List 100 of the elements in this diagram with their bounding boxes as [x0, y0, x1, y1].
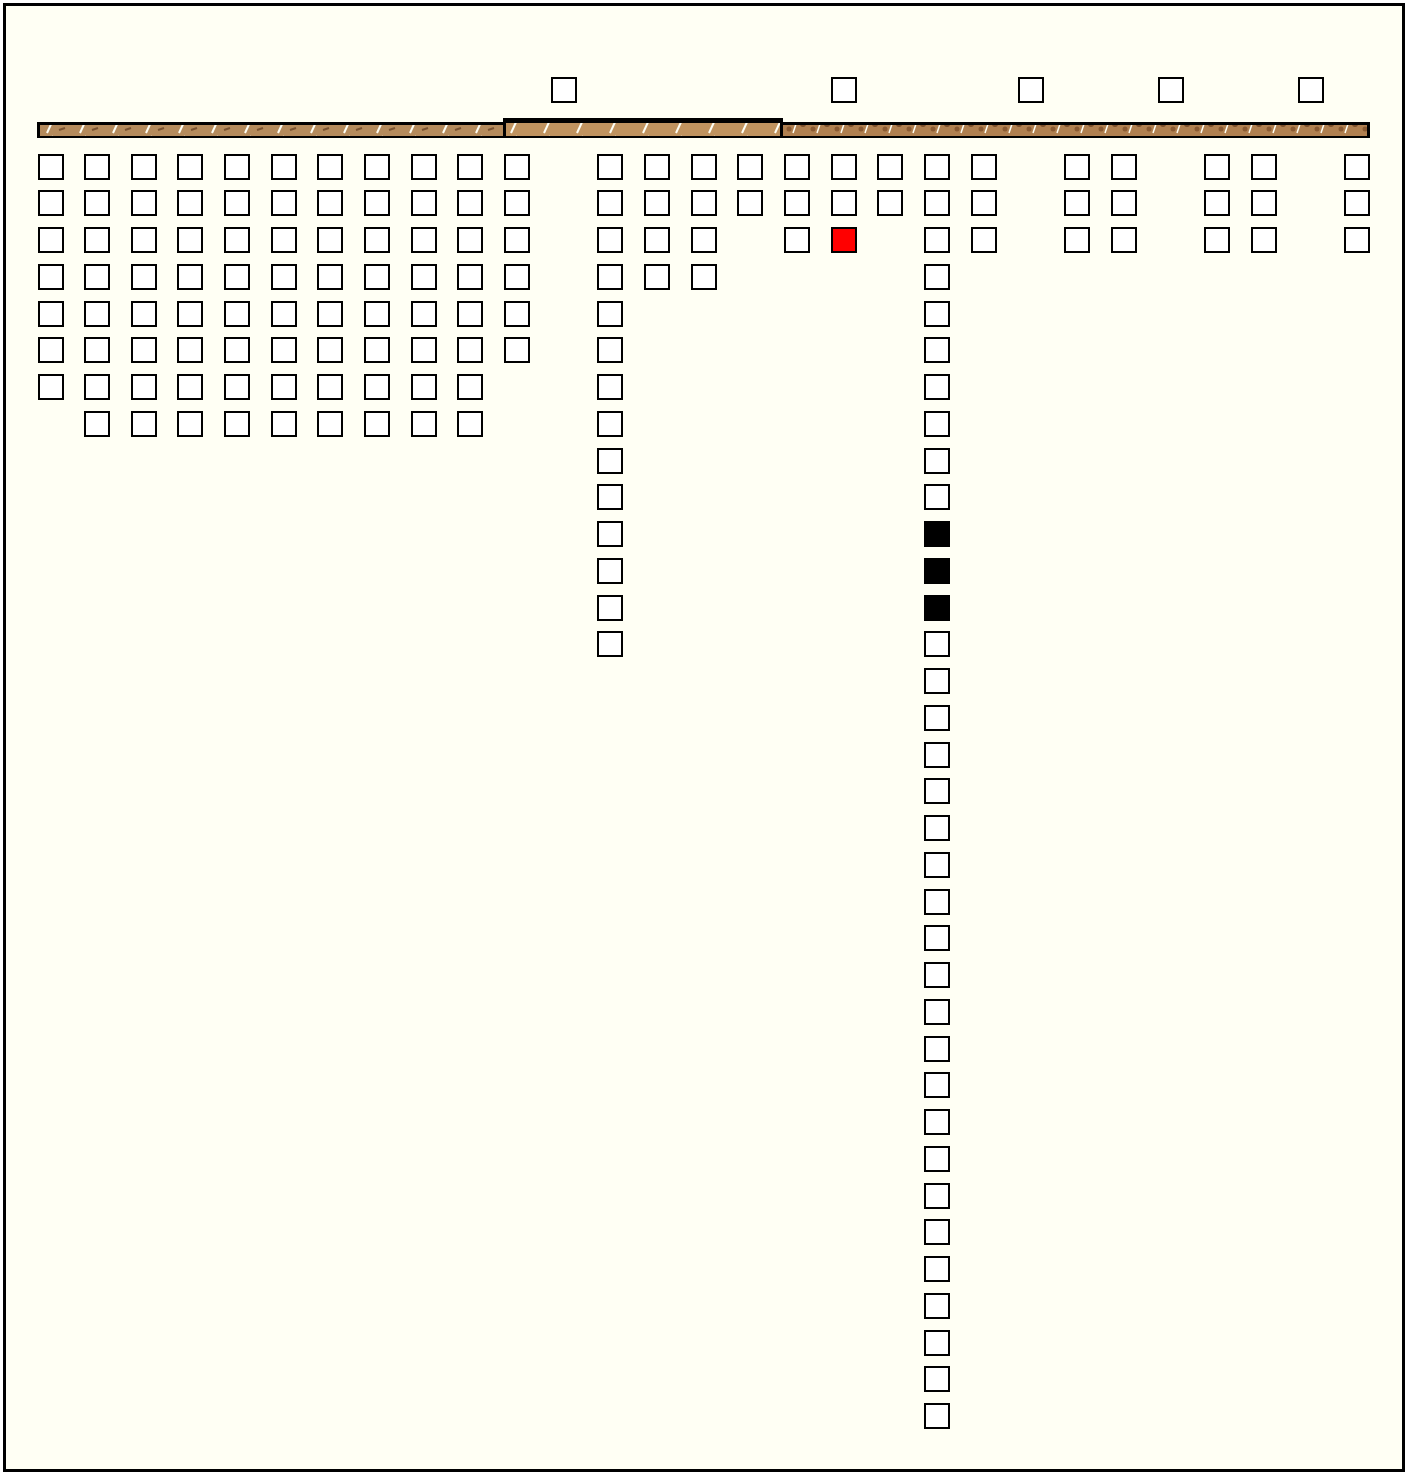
storage-block	[1250, 153, 1277, 180]
storage-block	[923, 631, 950, 658]
storage-block	[503, 227, 530, 253]
storage-block	[37, 300, 64, 327]
storage-block	[363, 227, 390, 253]
storage-block	[130, 263, 157, 290]
storage-block	[923, 998, 950, 1025]
storage-block	[503, 263, 530, 290]
storage-block	[923, 1072, 950, 1099]
storage-block	[690, 263, 717, 290]
storage-block	[456, 227, 483, 253]
storage-block	[923, 925, 950, 952]
storage-block	[596, 374, 623, 400]
storage-block	[363, 153, 390, 180]
storage-block	[596, 153, 623, 180]
storage-block	[1063, 190, 1090, 217]
storage-block	[923, 153, 950, 180]
storage-block	[316, 263, 343, 290]
storage-block	[830, 190, 857, 217]
storage-block	[363, 190, 390, 217]
storage-block	[1063, 227, 1090, 253]
storage-block	[83, 263, 110, 290]
storage-block	[970, 227, 997, 253]
storage-block	[876, 153, 903, 180]
storage-block	[783, 153, 810, 180]
storage-block	[596, 594, 623, 621]
storage-block	[83, 410, 110, 437]
storage-block	[923, 1109, 950, 1135]
storage-block	[270, 153, 297, 180]
storage-block	[970, 153, 997, 180]
storage-block	[1343, 227, 1370, 253]
storage-block	[410, 410, 437, 437]
storage-block	[223, 263, 250, 290]
storage-block	[410, 337, 437, 364]
storage-block	[83, 300, 110, 327]
storage-block	[923, 778, 950, 805]
storage-block	[223, 300, 250, 327]
storage-block	[1063, 153, 1090, 180]
storage-block	[596, 557, 623, 584]
storage-block	[1157, 76, 1184, 103]
storage-block	[270, 300, 297, 327]
storage-block	[363, 410, 390, 437]
storage-block	[923, 447, 950, 474]
storage-block	[456, 263, 483, 290]
storage-block	[923, 410, 950, 437]
storage-block	[456, 337, 483, 364]
storage-block	[176, 300, 203, 327]
storage-block	[37, 153, 64, 180]
storage-block	[923, 300, 950, 327]
storage-block	[223, 227, 250, 253]
storage-block	[130, 300, 157, 327]
storage-block	[316, 190, 343, 217]
storage-block	[923, 1329, 950, 1356]
storage-block	[456, 300, 483, 327]
storage-block	[83, 374, 110, 400]
storage-block	[923, 962, 950, 988]
storage-block	[363, 263, 390, 290]
storage-block	[176, 410, 203, 437]
storage-block	[643, 153, 670, 180]
storage-block	[923, 1182, 950, 1209]
storage-block	[176, 153, 203, 180]
storage-block	[37, 337, 64, 364]
storage-block	[456, 190, 483, 217]
marked-block	[923, 521, 950, 547]
marked-block	[923, 594, 950, 621]
storage-block	[37, 374, 64, 400]
storage-block	[503, 190, 530, 217]
storage-block	[130, 227, 157, 253]
storage-block	[130, 374, 157, 400]
storage-block	[223, 337, 250, 364]
storage-block	[503, 337, 530, 364]
storage-block	[923, 888, 950, 915]
storage-block	[690, 190, 717, 217]
storage-block	[923, 851, 950, 878]
storage-block	[37, 263, 64, 290]
storage-block	[316, 337, 343, 364]
storage-block	[1017, 76, 1044, 103]
storage-block	[83, 227, 110, 253]
storage-block	[130, 153, 157, 180]
storage-block	[1110, 227, 1137, 253]
storage-block	[1297, 76, 1324, 103]
storage-block	[923, 668, 950, 694]
storage-block	[596, 484, 623, 511]
storage-block	[410, 153, 437, 180]
storage-block	[410, 263, 437, 290]
storage-block	[783, 190, 810, 217]
storage-block	[176, 337, 203, 364]
storage-block	[1203, 153, 1230, 180]
storage-block	[923, 1366, 950, 1393]
storage-block	[1250, 190, 1277, 217]
storage-block	[596, 227, 623, 253]
storage-block	[923, 1256, 950, 1282]
storage-block	[1203, 227, 1230, 253]
storage-block	[923, 1219, 950, 1246]
storage-block	[596, 300, 623, 327]
storage-block	[176, 263, 203, 290]
storage-block	[130, 410, 157, 437]
storage-block	[316, 410, 343, 437]
storage-block	[923, 1403, 950, 1429]
storage-block	[1250, 227, 1277, 253]
